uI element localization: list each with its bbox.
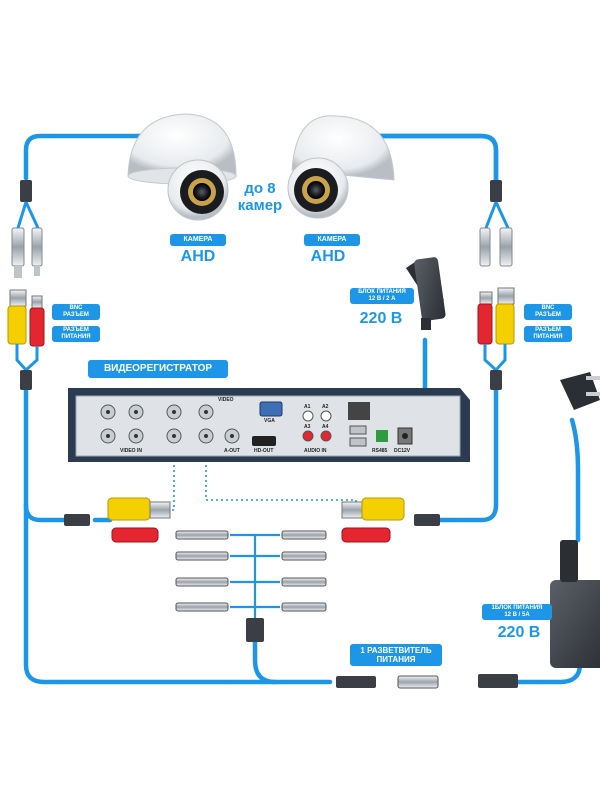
- left-power-label-line2: ПИТАНИЯ: [61, 333, 91, 340]
- left-bnc-label: BNC РАЗЪЕМ: [52, 304, 100, 320]
- port-label-rs485: RS485: [372, 448, 388, 454]
- big-psu-label-line1: 1БЛОК ПИТАНИЯ: [491, 605, 543, 611]
- dvr-device: [68, 388, 470, 462]
- right-power-label-line1: РАЗЪЕМ: [535, 327, 561, 333]
- cables: [23, 133, 583, 685]
- camera-count-line1: до 8: [244, 180, 276, 197]
- camera-right-label: КАМЕРА: [304, 234, 360, 247]
- splitter-label-line2: ПИТАНИЯ: [376, 655, 416, 665]
- camera-right-type: AHD: [310, 248, 346, 265]
- port-label-vga: VGA: [264, 418, 275, 424]
- port-label-dc12v: DC12V: [394, 448, 411, 454]
- splitter-label-line1: 1 РАЗВЕТВИТЕЛЬ: [360, 646, 432, 655]
- big-psu-label-line2: 12 В / 5А: [504, 611, 530, 618]
- camera-right: [287, 115, 395, 219]
- port-label-a1: A1: [304, 404, 311, 410]
- left-power-label-line1: РАЗЪЕМ: [63, 327, 89, 333]
- camera-left: [127, 113, 237, 221]
- right-camera-connectors: [477, 180, 515, 390]
- port-label-a-out: A-OUT: [224, 448, 240, 454]
- audio-ports: [302, 410, 332, 442]
- small-psu-label: БЛОК ПИТАНИЯ 12 В / 2 А: [350, 288, 414, 304]
- left-camera-connectors: [7, 180, 45, 390]
- big-psu-label: 1БЛОК ПИТАНИЯ 12 В / 5А: [482, 604, 552, 620]
- small-psu-label-line2: 12 В / 2 А: [368, 295, 396, 302]
- port-label-a2: A2: [322, 404, 329, 410]
- splitter-label: 1 РАЗВЕТВИТЕЛЬ ПИТАНИЯ: [350, 644, 442, 667]
- port-label-a4: A4: [322, 424, 329, 430]
- splitter-plugs: [175, 530, 518, 689]
- port-label-hd-out: HD-OUT: [254, 448, 274, 454]
- small-psu-voltage: 220 В: [359, 310, 403, 327]
- port-label-audio-in: AUDIO IN: [304, 448, 327, 454]
- right-power-label-line2: ПИТАНИЯ: [533, 333, 563, 340]
- dvr-label: ВИДЕОРЕГИСТРАТОР: [88, 360, 228, 378]
- left-power-label: РАЗЪЕМ ПИТАНИЯ: [52, 326, 100, 342]
- big-psu-voltage: 220 В: [497, 624, 541, 641]
- port-label-a3: A3: [304, 424, 311, 430]
- left-bnc-plug: [64, 497, 171, 543]
- port-label-video: VIDEO: [218, 397, 234, 403]
- camera-left-type: AHD: [180, 248, 216, 265]
- left-bnc-label-line1: BNC: [69, 305, 83, 311]
- splitter-fan: [230, 533, 280, 620]
- right-bnc-label: BNC РАЗЪЕМ: [524, 304, 572, 320]
- right-power-label: РАЗЪЕМ ПИТАНИЯ: [524, 326, 572, 342]
- right-bnc-plug: [341, 497, 440, 543]
- right-bnc-label-line1: BNC: [541, 305, 555, 311]
- port-label-video-in: VIDEO IN: [120, 448, 142, 454]
- left-bnc-label-line2: РАЗЪЕМ: [63, 311, 89, 318]
- small-power-adapter: [406, 257, 446, 330]
- camera-left-label: КАМЕРА: [170, 234, 226, 247]
- big-power-supply: [550, 372, 600, 668]
- right-bnc-label-line2: РАЗЪЕМ: [535, 311, 561, 318]
- camera-count-line2: камер: [237, 197, 283, 214]
- small-psu-label-line1: БЛОК ПИТАНИЯ: [358, 289, 406, 295]
